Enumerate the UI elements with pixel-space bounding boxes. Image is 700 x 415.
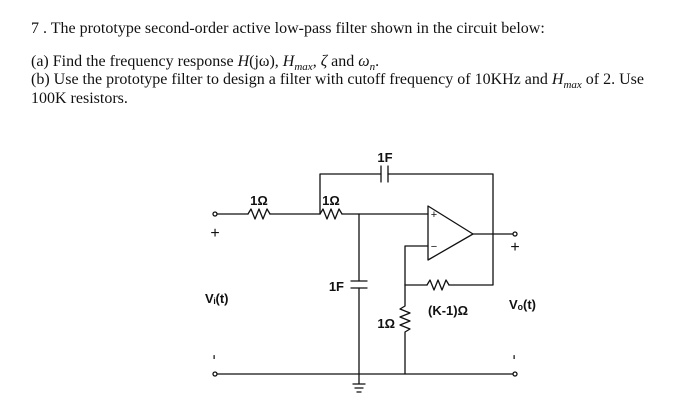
resistor-feedback (426, 279, 450, 291)
part-b-suffix: of 2. Use (581, 71, 644, 88)
ground-symbol (352, 373, 366, 393)
c-feedback-label: 1F (377, 150, 392, 165)
output-terminal-top (512, 231, 518, 237)
opamp-minus-sign: − (431, 241, 437, 253)
part-a-sep2: , (312, 53, 321, 70)
output-label: Vₒ(t) (509, 297, 536, 312)
wire-feedback-out (448, 233, 494, 286)
part-a-and: and (327, 53, 359, 70)
opamp (427, 205, 474, 261)
part-b-line-2: 100K resistors. (31, 89, 128, 108)
part-b-hmax-sub: max (563, 79, 582, 92)
part-b-hmax: H (551, 71, 564, 88)
part-b: (b) Use the prototype filter to design a… (31, 70, 644, 95)
input-plus: + (210, 225, 219, 242)
output-plus: + (510, 239, 519, 256)
output-minus: - (506, 354, 523, 359)
c-ground-label: 1F (329, 279, 344, 294)
opamp-plus-sign: + (431, 209, 437, 221)
part-a-zeta: ζ (320, 53, 328, 70)
problem-statement: The prototype second-order active low-pa… (50, 20, 545, 37)
r-feedback-label: (K-1)Ω (428, 303, 468, 318)
r-ground-label: 1Ω (377, 316, 395, 331)
part-a-hmax-sub: max (294, 61, 313, 74)
part-a: (a) Find the frequency response H(jω), H… (31, 52, 379, 77)
r2-label: 1Ω (322, 193, 340, 208)
r1-label: 1Ω (250, 193, 268, 208)
part-b-prefix: (b) Use the prototype filter to design a… (31, 71, 552, 88)
problem-line-1: 7 . The prototype second-order active lo… (31, 19, 545, 38)
wire-inv-in (404, 245, 429, 286)
wire-feedback-cap-right (387, 173, 494, 235)
resistor-ground (399, 284, 411, 375)
part-a-sep1: , (274, 53, 283, 70)
input-label: Vᵢ(t) (205, 291, 229, 306)
resistor-r2 (319, 208, 343, 220)
part-b-line2-text: 100K resistors. (31, 90, 128, 107)
capacitor-feedback (380, 165, 389, 183)
part-a-wn-sub: n (369, 61, 376, 74)
part-a-jw: (jω) (249, 53, 275, 70)
part-a-h: H (237, 53, 250, 70)
wire-node-up (319, 173, 382, 215)
resistor-r1 (247, 208, 271, 220)
input-minus: - (206, 354, 223, 359)
capacitor-ground (350, 280, 368, 289)
part-a-prefix: (a) Find the frequency response (31, 53, 238, 70)
part-a-hmax: H (282, 53, 295, 70)
part-a-end: . (375, 53, 380, 70)
problem-number: 7 . (31, 20, 47, 37)
part-a-wn: ω (358, 53, 370, 70)
